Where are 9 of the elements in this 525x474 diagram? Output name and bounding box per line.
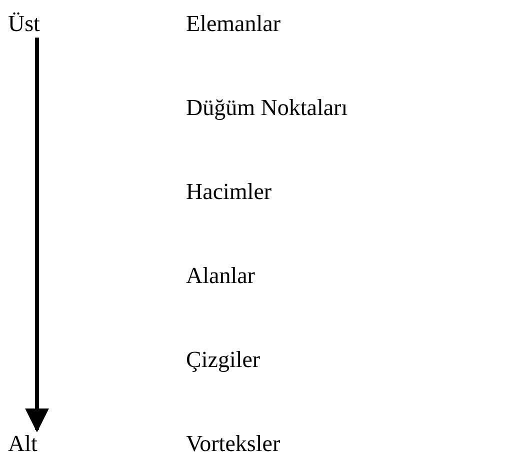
list-item: Alanlar bbox=[186, 262, 255, 290]
list-item: Elemanlar bbox=[186, 10, 281, 38]
level-label: Alt bbox=[8, 430, 38, 458]
list-item: Hacimler bbox=[186, 178, 272, 206]
arrow bbox=[25, 38, 49, 432]
list-item: Düğüm Noktaları bbox=[186, 94, 348, 122]
level-label: Üst bbox=[8, 10, 40, 38]
list-item: Çizgiler bbox=[186, 346, 260, 374]
list-item: Vorteksler bbox=[186, 430, 280, 458]
